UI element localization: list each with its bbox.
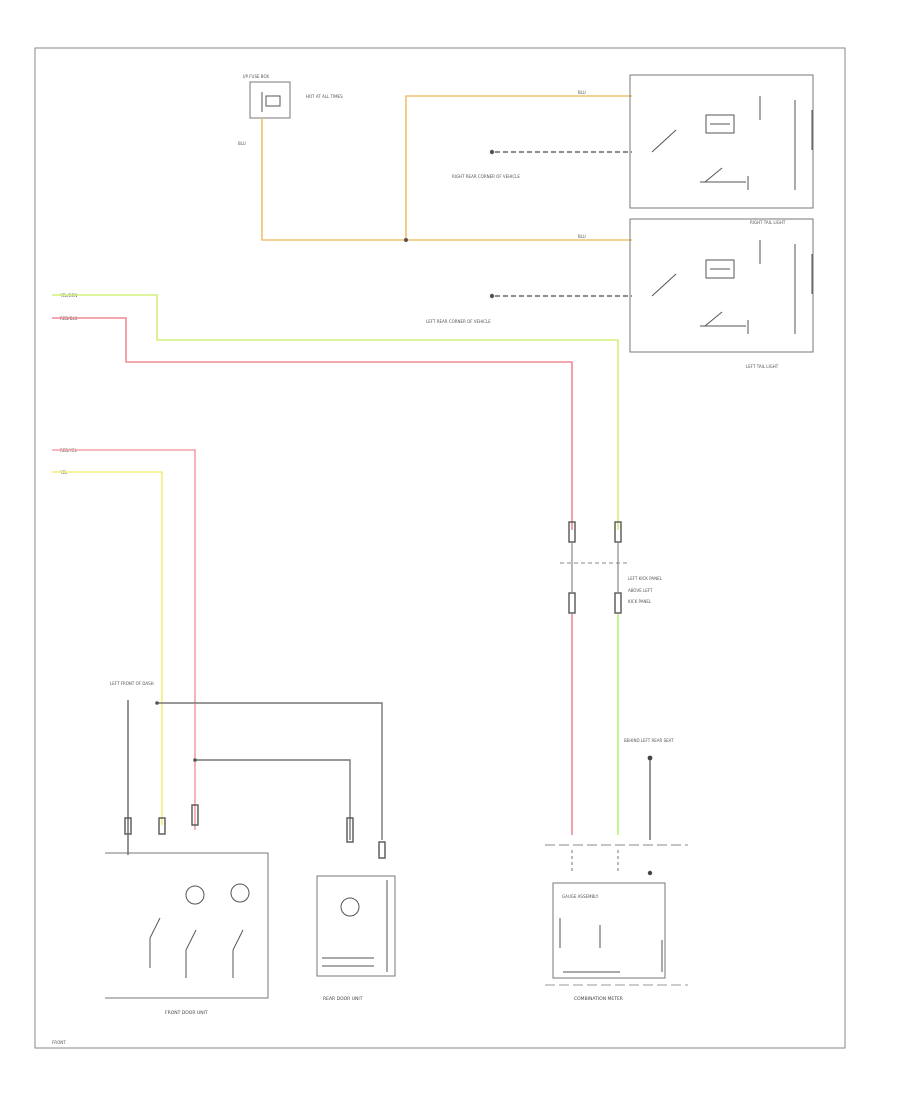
right-rear-junction-label: RIGHT REAR CORNER OF VEHICLE: [452, 174, 520, 179]
ground-left-label: LEFT FRONT OF DASH: [110, 681, 154, 686]
kick-panel-connector: LEFT KICK PANEL ABOVE LEFT KICK PANEL: [560, 521, 663, 614]
red-yellow-wire: [52, 449, 196, 830]
bulb-icon: [185, 885, 205, 905]
diagram-frame: [34, 47, 846, 1049]
rear-door-unit-label: REAR DOOR UNIT: [323, 996, 363, 1002]
front-door-unit: FRONT DOOR UNIT: [105, 852, 269, 1016]
ground-right-label: BEHIND LEFT REAR SEAT: [624, 738, 674, 743]
footer-label: FRONT: [52, 1040, 66, 1045]
front-door-unit-label: FRONT DOOR UNIT: [165, 1010, 208, 1016]
black-wire-lower: [195, 759, 351, 840]
wire-top-label: BLU: [578, 90, 586, 95]
bulb-icon: [340, 897, 360, 917]
yellow-wire: [52, 471, 163, 825]
feed-wire-left: [261, 118, 406, 241]
bulb-icon: [230, 883, 250, 903]
ground-icon: [647, 755, 653, 761]
right-tail-light: RIGHT TAIL LIGHT: [629, 74, 814, 225]
hot-at-all-times-label: HOT AT ALL TIMES: [306, 94, 343, 99]
right-tail-light-label: RIGHT TAIL LIGHT: [750, 220, 786, 225]
red-wire-upper: [52, 317, 573, 530]
yellow-green-wire: [52, 294, 619, 530]
combination-meter: GAUGE ASSEMBLY COMBINATION METER: [545, 882, 688, 1002]
feed-wire-main: [405, 95, 632, 240]
meter-inner-label: GAUGE ASSEMBLY: [562, 894, 599, 899]
connector-note-label: LEFT KICK PANEL: [628, 576, 663, 581]
left-rear-ground-run: LEFT REAR CORNER OF VEHICLE: [426, 293, 632, 324]
svg-text:KICK PANEL: KICK PANEL: [628, 599, 652, 604]
ground-left: LEFT FRONT OF DASH: [110, 681, 154, 855]
left-tail-light-label: LEFT TAIL LIGHT: [746, 364, 779, 369]
fuse-box: I/P FUSE BOX HOT AT ALL TIMES: [243, 74, 343, 119]
right-rear-ground-run: RIGHT REAR CORNER OF VEHICLE: [452, 149, 632, 179]
svg-text:ABOVE LEFT: ABOVE LEFT: [628, 588, 653, 593]
switch-icon: [149, 917, 161, 939]
left-rear-junction-label: LEFT REAR CORNER OF VEHICLE: [426, 319, 491, 324]
fuse-box-label: I/P FUSE BOX: [243, 74, 269, 79]
left-tail-light: LEFT TAIL LIGHT: [629, 218, 814, 369]
wire-left-label: BLU: [238, 141, 246, 146]
combination-meter-label: COMBINATION METER: [574, 996, 623, 1002]
rear-door-unit: REAR DOOR UNIT: [316, 875, 396, 1002]
svg-text:BLU: BLU: [578, 234, 586, 239]
black-wire-upper: [157, 702, 383, 840]
ground-right: BEHIND LEFT REAR SEAT: [624, 738, 674, 840]
